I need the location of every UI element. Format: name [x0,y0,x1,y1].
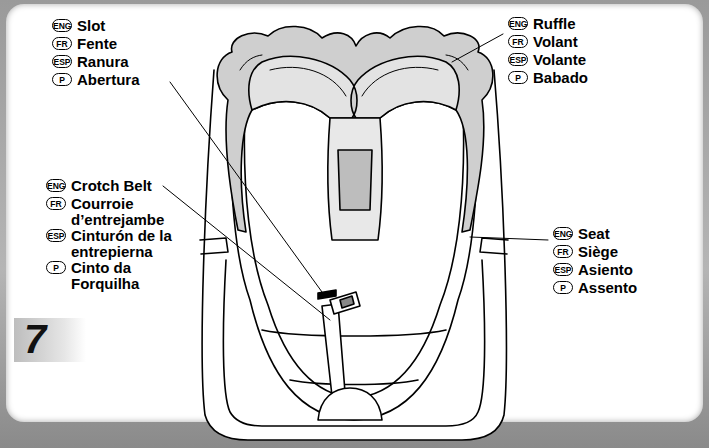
language-badge: P [553,281,573,294]
part-name: Ruffle [533,16,576,32]
back-center [338,150,372,210]
language-callout: FR Siège [553,244,618,262]
language-callout: ESP Asiento [553,262,633,280]
part-name: Crotch Belt [71,178,152,194]
pad-seam [240,55,468,96]
language-callout: P Abertura [52,72,140,90]
language-callout: ENG Crotch Belt [46,178,152,196]
language-callout: ENG Slot [52,18,105,36]
language-badge: ENG [46,179,66,192]
language-badge: FR [553,245,573,258]
language-callout: ENG Ruffle [508,16,576,34]
handle [480,238,508,254]
language-callout: ESP Volante [508,52,586,70]
language-badge: ESP [52,55,72,68]
part-name: Volant [533,34,578,50]
language-callout: P Babado [508,70,588,88]
language-badge: ENG [553,227,573,240]
seat-fold [262,330,446,336]
language-badge: ENG [52,19,72,32]
language-callout: ESP Ranura [52,54,129,72]
part-name: Volante [533,52,586,68]
handle [200,238,228,254]
leader-line [170,82,322,292]
leader-line [163,186,330,320]
language-badge: ESP [46,229,66,242]
language-callout: FR Fente [52,36,117,54]
back-pad [328,118,382,240]
seat-edge [244,110,463,398]
part-name: Seat [578,226,610,242]
language-badge: ESP [553,263,573,276]
buckle [330,292,360,314]
part-name: Cinto da Forquilha [71,260,183,292]
leader-line [452,34,503,62]
language-badge: FR [52,37,72,50]
language-badge: ESP [508,53,528,66]
part-name: Cinturón de la entrepierna [71,228,183,260]
language-badge: FR [508,35,528,48]
part-name: Fente [77,36,117,52]
buckle-tab [340,296,354,308]
leader-line [470,237,548,240]
language-callout: P Cinto da Forquilha [46,260,183,292]
frame [202,70,506,440]
step-number-box: 7 [14,318,86,362]
headrest-pad [249,56,459,118]
slot [318,290,336,299]
language-badge: FR [46,197,66,210]
language-callout: ESP Cinturón de la entrepierna [46,228,183,260]
language-badge: ENG [508,17,528,30]
part-name: Slot [77,18,105,34]
seat-body [231,92,478,420]
part-name: Abertura [77,72,140,88]
language-callout: P Assento [553,280,637,298]
language-callout: ENG Seat [553,226,610,244]
part-name: Courroie d’entrejambe [71,196,183,228]
language-badge: P [46,261,66,274]
language-callout: FR Volant [508,34,578,52]
language-badge: P [508,71,528,84]
language-badge: P [52,73,72,86]
part-name: Ranura [77,54,129,70]
crotch-base [318,388,382,420]
language-callout: FR Courroie d’entrejambe [46,196,183,228]
part-name: Asiento [578,262,633,278]
step-number: 7 [14,318,86,360]
part-name: Siège [578,244,618,260]
part-name: Babado [533,70,588,86]
part-name: Assento [578,280,637,296]
seat-fold [290,380,418,385]
